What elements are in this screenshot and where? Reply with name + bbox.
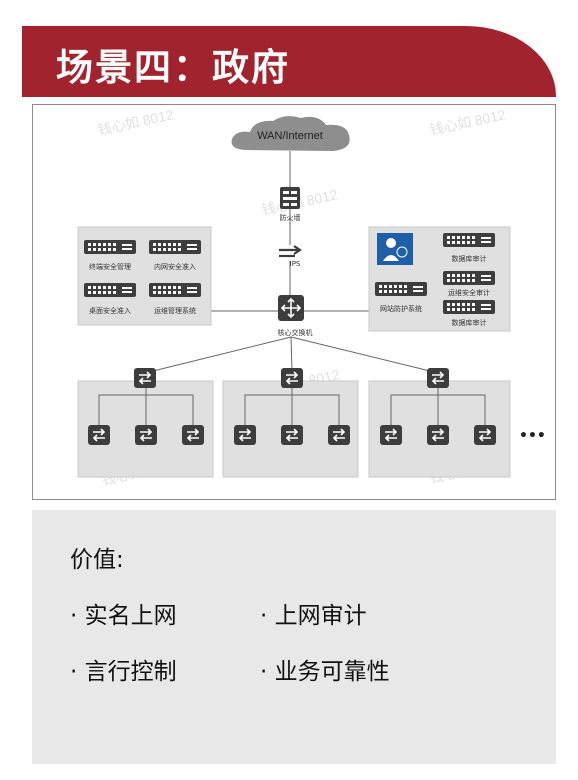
device-label: 内网安全准入 — [154, 262, 196, 271]
rack-server-icon — [443, 300, 495, 314]
device-label: 数据库审计 — [452, 318, 487, 327]
ips-node: IPS — [276, 245, 304, 268]
rack-server-icon — [443, 233, 495, 247]
value-panel: 价值: · 实名上网 · 上网审计 · 言行控制 · 业务可靠性 — [32, 510, 556, 764]
device-label: 运维安全审计 — [448, 288, 490, 297]
value-item: · 言行控制 — [70, 659, 177, 685]
switch-icon — [280, 424, 304, 446]
switch-icon — [426, 424, 450, 446]
right-device-group: 数据库审计 运维安全审计 网站防护系统 数据库审计 — [368, 226, 511, 332]
value-item: · 上网审计 — [260, 603, 367, 629]
rack-server-icon — [149, 240, 201, 254]
value-item: · 业务可靠性 — [260, 659, 390, 685]
switch-icon — [327, 424, 351, 446]
title-banner: 场景四：政府 — [22, 26, 556, 97]
core-switch-label: 核心交换机 — [278, 328, 313, 337]
watermark-text: 钱心如 8012 — [428, 106, 507, 138]
firewall-node: 防火墙 — [280, 187, 301, 222]
watermark-text: 钱心如 8012 — [96, 106, 175, 138]
page-title: 场景四：政府 — [56, 46, 290, 89]
switch-icon — [379, 424, 403, 446]
ips-label: IPS — [290, 260, 301, 268]
ips-icon — [279, 245, 302, 255]
rack-server-icon — [443, 271, 495, 285]
edge-branch-lines — [98, 403, 486, 425]
device-label: 运维管理系统 — [154, 306, 196, 315]
switch-icon — [87, 424, 111, 446]
firewall-label: 防火墙 — [280, 213, 301, 222]
left-device-group: 终端安全管理 内网安全准入 桌面安全准入 运维管理系统 — [77, 226, 212, 326]
wan-cloud: WAN/Internet — [231, 116, 350, 151]
rack-server-icon — [149, 283, 201, 297]
rack-server-icon — [375, 282, 427, 296]
value-item: · 实名上网 — [70, 603, 177, 629]
switch-icon — [233, 424, 257, 446]
switch-icon — [133, 367, 157, 389]
switch-icon — [181, 424, 205, 446]
device-label: 数据库审计 — [452, 254, 487, 263]
device-label: 桌面安全准入 — [89, 306, 131, 315]
core-to-access-lines — [144, 336, 439, 374]
switch-icon — [473, 424, 497, 446]
value-heading: 价值: — [70, 547, 124, 573]
network-diagram-canvas: 钱心如 8012 钱心如 8012 钱心如 8012 钱心如 8012 钱心如 … — [77, 106, 546, 488]
device-label: 终端安全管理 — [89, 262, 131, 271]
rack-server-icon — [84, 283, 136, 297]
cloud-label: WAN/Internet — [257, 130, 323, 142]
more-indicator: ••• — [519, 428, 546, 444]
switch-icon — [134, 424, 158, 446]
switch-icon — [426, 367, 450, 389]
device-label: 网站防护系统 — [380, 304, 422, 313]
core-switch-node: 核心交换机 — [278, 295, 313, 337]
switch-icon — [280, 367, 304, 389]
network-diagram: 钱心如 8012 钱心如 8012 钱心如 8012 钱心如 8012 钱心如 … — [32, 104, 556, 500]
rack-server-icon — [84, 240, 136, 254]
